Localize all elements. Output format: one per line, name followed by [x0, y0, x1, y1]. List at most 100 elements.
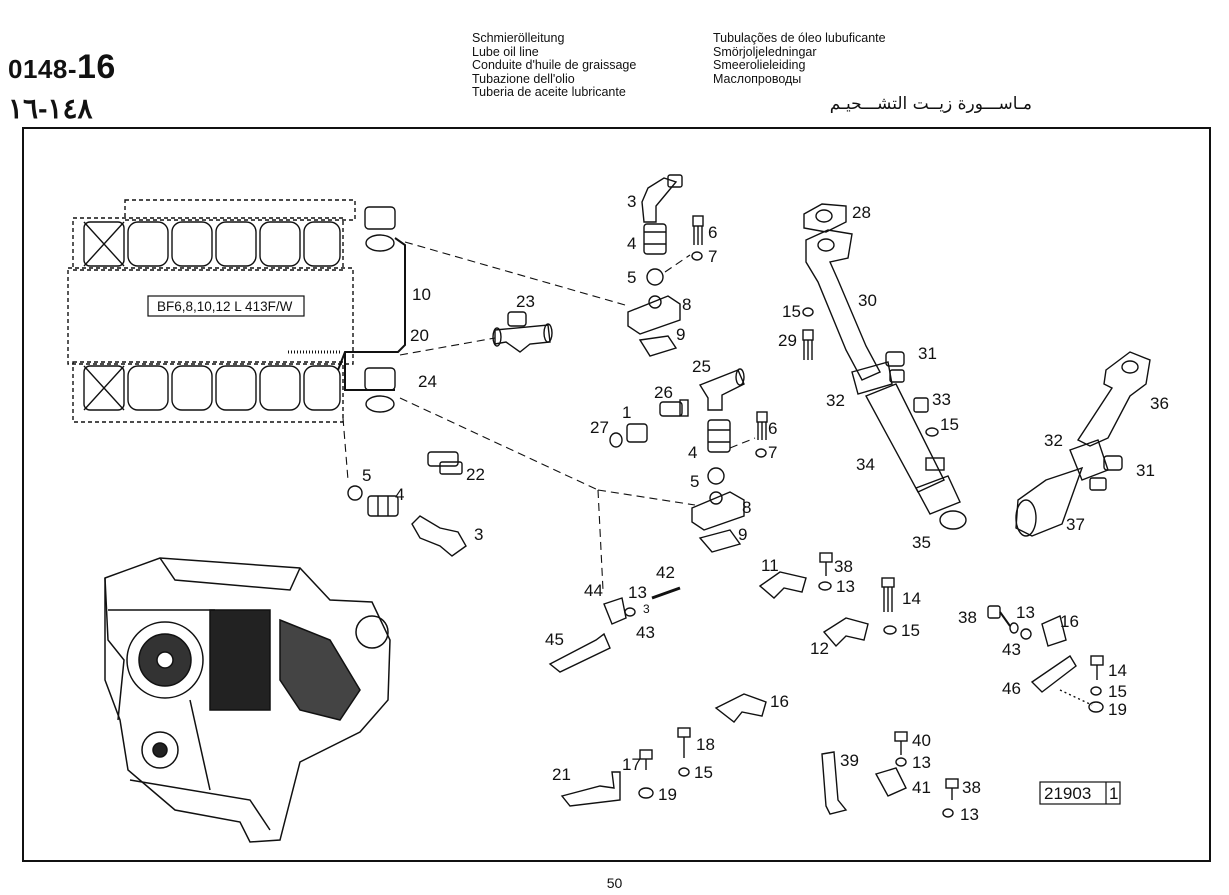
washer-13-e	[942, 808, 954, 818]
callout-8: 8	[682, 295, 691, 314]
code-suffix: 16	[77, 48, 116, 86]
callout-15-pipe: 15	[782, 302, 801, 321]
screw-33	[913, 397, 929, 413]
clip-11	[758, 571, 807, 599]
oil-pipe-30	[805, 229, 881, 381]
oil-pipe-37	[1015, 466, 1084, 537]
title-french: Conduite d'huile de graissage	[472, 58, 637, 72]
tee-fitting-23	[492, 311, 553, 353]
union-4-top	[643, 223, 667, 255]
callout-17: 17	[622, 755, 641, 774]
callout-43: 43	[636, 623, 655, 642]
union-4-mid	[707, 419, 731, 453]
clip-16-bottom	[714, 693, 767, 723]
bracket-21	[560, 771, 621, 807]
callout-23: 23	[516, 292, 535, 311]
callout-31-right: 31	[1136, 461, 1155, 480]
flange-8-mid	[691, 491, 745, 531]
callout-37: 37	[1066, 515, 1085, 534]
callout-19: 19	[658, 785, 677, 804]
clip-16-right	[1041, 615, 1067, 647]
sleeve-32-left	[851, 361, 893, 395]
callout-24: 24	[418, 372, 437, 391]
catalog-group-code: 0148-16	[8, 48, 116, 87]
callout-8-mid: 8	[742, 498, 751, 517]
washer-13-d	[895, 757, 907, 767]
callout-14-b: 14	[1108, 661, 1127, 680]
seal-ring-5-left	[347, 485, 363, 501]
callout-9: 9	[676, 325, 685, 344]
title-italian: Tubazione dell'olio	[472, 71, 575, 86]
washer-13-c	[1009, 622, 1019, 634]
washer-7-mid	[755, 448, 767, 458]
callout-32-right: 32	[1044, 431, 1063, 450]
callout-30: 30	[858, 291, 877, 310]
washer-19-b	[1088, 701, 1104, 713]
callout-35: 35	[912, 533, 931, 552]
callout-38-b: 38	[958, 608, 977, 627]
callout-27: 27	[590, 418, 609, 437]
callout-6-mid: 6	[768, 419, 777, 438]
callout-42: 42	[656, 563, 675, 582]
callout-4: 4	[627, 234, 636, 253]
title-dutch: Smeerolieleiding	[713, 58, 806, 72]
washer-15-b	[1090, 686, 1102, 696]
callout-14: 14	[902, 589, 921, 608]
clip-12	[822, 617, 869, 648]
banjo-top	[364, 206, 396, 230]
bolt-17	[639, 749, 653, 770]
catalog-group-code-arabic: ١٤٨-١٦	[8, 93, 93, 124]
title-block-left: Schmierölleitung Lube oil line Conduite …	[472, 31, 637, 100]
callout-15-e: 15	[694, 763, 713, 782]
callout-18: 18	[696, 735, 715, 754]
callout-13-c: 13	[1016, 603, 1035, 622]
model-label-box	[147, 295, 305, 317]
callout-3-left: 3	[474, 525, 483, 544]
bracket-39	[821, 751, 848, 815]
washer-13-b	[624, 607, 636, 617]
seal-ring-35	[939, 510, 967, 530]
screw-38-b	[987, 605, 1011, 627]
oil-line-10	[337, 237, 406, 371]
banjo-bolt-22	[427, 451, 463, 475]
callout-38-c: 38	[962, 778, 981, 797]
gasket-9-mid	[698, 529, 742, 553]
callout-38: 38	[834, 557, 853, 576]
callout-4-left: 4	[395, 485, 404, 504]
callout-15-d: 15	[1108, 682, 1127, 701]
callout-3-small: 3	[643, 602, 650, 616]
title-german: Schmierölleitung	[472, 31, 565, 45]
bolt-14-a	[881, 577, 895, 612]
seal-ring-15-b	[925, 427, 939, 437]
callout-44: 44	[584, 581, 603, 600]
callout-13-e: 13	[960, 805, 979, 824]
callout-32: 32	[826, 391, 845, 410]
seal-ring-5-top	[646, 268, 664, 286]
callout-6: 6	[708, 223, 717, 242]
callout-15-c: 15	[901, 621, 920, 640]
title-swedish: Smörjoljeledningar	[713, 44, 817, 59]
callout-12: 12	[810, 639, 829, 658]
bolt-18	[677, 727, 691, 758]
callout-labels: 3 4 5 6 7 8 9 10 20 24 23 25 26 1 27 4 6…	[362, 192, 1169, 824]
callout-43-b: 43	[1002, 640, 1021, 659]
callout-16-bottom: 16	[770, 692, 789, 711]
clamp-41	[874, 767, 907, 797]
tee-fitting-25	[698, 368, 745, 411]
callout-7-mid: 7	[768, 443, 777, 462]
bracket-44	[603, 597, 627, 625]
callout-22: 22	[466, 465, 485, 484]
title-portuguese: Tubulações de óleo lubuficante	[713, 31, 886, 45]
engine-illustration	[104, 557, 391, 843]
callout-9-mid: 9	[738, 525, 747, 544]
callout-19-b: 19	[1108, 700, 1127, 719]
gasket-9-top	[638, 335, 678, 357]
callout-26: 26	[654, 383, 673, 402]
callout-36: 36	[1150, 394, 1169, 413]
diagram-frame	[22, 127, 1211, 862]
page-number: 50	[606, 875, 623, 891]
washer-7-top	[691, 251, 703, 261]
bracket-46	[1030, 655, 1093, 706]
leader-lines	[342, 241, 756, 591]
